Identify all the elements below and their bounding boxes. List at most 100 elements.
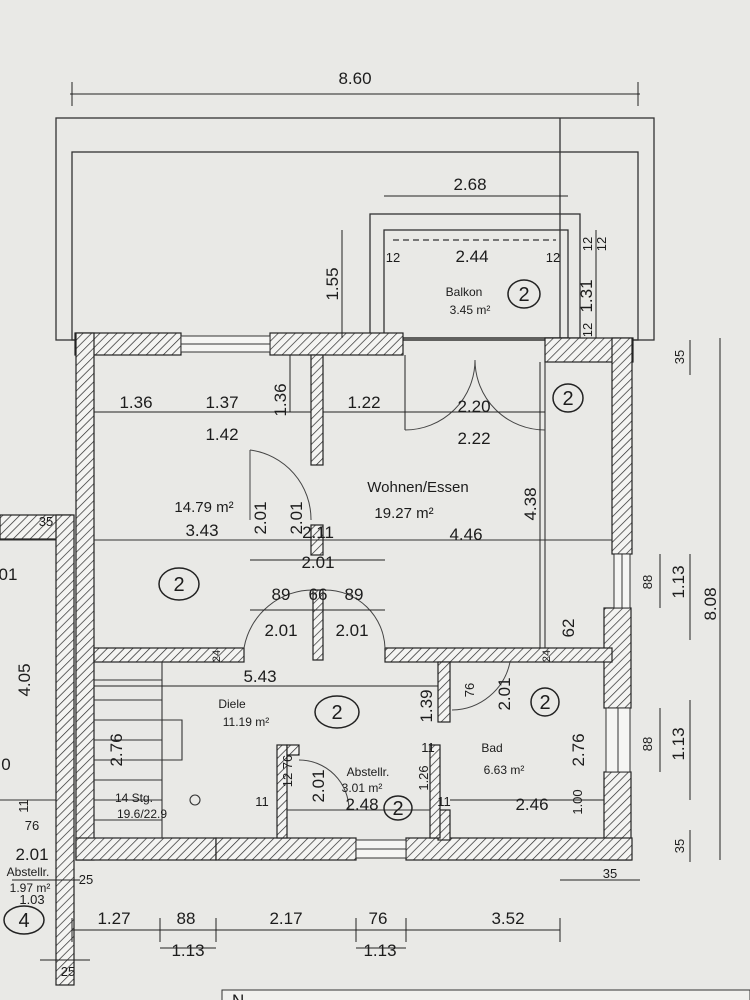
dim-201-abstellr: 2.01 — [309, 769, 328, 802]
dim-left-25-a: 25 — [79, 872, 93, 887]
dim-126-abstellr: 1.26 — [416, 765, 431, 790]
dim-139: 1.39 — [417, 689, 436, 722]
dim-11-b: 11 — [421, 740, 435, 755]
dim-113-bottom-a: 1.13 — [171, 941, 204, 960]
dim-142: 1.42 — [205, 425, 238, 444]
wohnen-name: Wohnen/Essen — [367, 479, 468, 496]
dim-35-bottom-right: 35 — [603, 866, 617, 881]
dim-76-abstellr: 76 — [280, 755, 295, 769]
diele-name: Diele — [218, 697, 246, 711]
dim-balcony-inner: 2.44 — [455, 247, 488, 266]
left-abstellr-mark: 4 — [18, 910, 29, 932]
dim-88-bottom: 88 — [177, 909, 196, 928]
wohnen-area: 19.27 m² — [374, 505, 433, 522]
dim-12-d: 12 — [594, 237, 609, 251]
dim-276-stair: 2.76 — [107, 733, 126, 766]
left-room-area: 14.79 m² — [174, 499, 233, 516]
abstellr-mark: 2 — [392, 798, 403, 820]
dim-24-a: 24 — [211, 650, 223, 662]
abstellr-area: 3.01 m² — [342, 781, 383, 795]
abstellr-name: Abstellr. — [347, 765, 390, 779]
dim-89-a: 89 — [272, 585, 291, 604]
caption-box — [221, 989, 750, 1000]
room-labels: Balkon 3.45 m² 2 14.79 m² 2 Wohnen/Essen… — [7, 284, 574, 932]
dim-left-35: 35 — [39, 514, 53, 529]
interior-lines — [0, 355, 612, 839]
bad-area: 6.63 m² — [484, 763, 525, 777]
dim-211: 2.11 — [302, 523, 334, 542]
dim-201-door-a: 2.01 — [251, 501, 270, 534]
dim-136: 1.36 — [119, 393, 152, 412]
dim-89-b: 89 — [345, 585, 364, 604]
stairs-ratio: 19.6/22.9 — [117, 807, 167, 821]
dimension-lines — [12, 82, 721, 961]
dim-12-a: 12 — [386, 250, 400, 265]
left-abstellr-area: 1.97 m² — [10, 881, 51, 895]
dim-12-abstellr: 12 — [280, 773, 295, 787]
dim-24-b: 24 — [541, 650, 553, 662]
left-room-mark: 2 — [173, 574, 184, 596]
dim-217-bottom: 2.17 — [269, 909, 302, 928]
diele-area: 11.19 m² — [223, 715, 269, 729]
dim-352-bottom: 3.52 — [491, 909, 524, 928]
dim-overall-width: 8.60 — [338, 69, 371, 88]
dim-246-bad: 2.46 — [515, 795, 548, 814]
dim-76-bad: 76 — [462, 683, 477, 697]
dim-543: 5.43 — [243, 667, 276, 686]
dim-201-e: 2.01 — [335, 621, 368, 640]
dim-left-103: 1.03 — [19, 892, 44, 907]
balkon-area: 3.45 m² — [450, 303, 491, 317]
dim-88-window-a: 88 — [640, 575, 655, 589]
wohnen-mark: 2 — [562, 388, 573, 410]
balkon-name: Balkon — [446, 285, 483, 299]
balkon-mark: 2 — [518, 284, 529, 306]
dim-balcony-side: 1.31 — [577, 279, 596, 312]
dim-left-25-b: 25 — [61, 964, 75, 979]
dim-276-bad: 2.76 — [569, 733, 588, 766]
dim-343: 3.43 — [185, 521, 218, 540]
dim-248-abstellr: 2.48 — [345, 795, 378, 814]
dim-201-bad: 2.01 — [495, 677, 514, 710]
bad-mark: 2 — [539, 692, 550, 714]
dim-balcony-outer: 2.68 — [453, 175, 486, 194]
dim-62: 62 — [559, 619, 578, 638]
dim-220: 2.20 — [457, 397, 490, 416]
dim-127-bottom: 1.27 — [97, 909, 130, 928]
dim-201-d: 2.01 — [264, 621, 297, 640]
walls — [0, 332, 634, 986]
dim-113-window-b: 1.13 — [669, 727, 688, 760]
dim-left-76: 76 — [25, 818, 39, 833]
dim-balcony-depth: 1.55 — [323, 267, 342, 300]
dim-446: 4.46 — [449, 525, 482, 544]
dim-35-bottom: 35 — [672, 839, 687, 853]
door-swings — [243, 359, 546, 811]
dim-12-c: 12 — [580, 237, 595, 251]
dim-11-c: 11 — [437, 794, 451, 809]
diele-mark: 2 — [331, 702, 342, 724]
dim-100-bad: 1.00 — [570, 789, 585, 814]
windows — [180, 335, 631, 859]
dim-137: 1.37 — [205, 393, 238, 412]
bad-name: Bad — [481, 741, 502, 755]
dim-201-door-b: 2.01 — [287, 501, 306, 534]
dim-11-a: 11 — [255, 794, 269, 809]
dim-left-11: 11 — [16, 799, 31, 813]
dim-12-b: 12 — [546, 250, 560, 265]
dim-12-e: 12 — [580, 323, 595, 337]
dim-136-vertical: 1.36 — [271, 383, 290, 416]
dim-113-window-a: 1.13 — [669, 565, 688, 598]
dim-left-01: 01 — [0, 565, 17, 584]
dim-222: 2.22 — [457, 429, 490, 448]
dimension-labels: 8.60 2.68 2.44 1.55 1.31 12 12 12 12 12 … — [0, 69, 720, 979]
dim-left-201: 2.01 — [15, 845, 48, 864]
dim-122: 1.22 — [347, 393, 380, 412]
caption-text: N — [232, 991, 244, 1000]
dim-left-405: 4.05 — [15, 663, 34, 696]
dim-66: 66 — [309, 585, 328, 604]
dim-88-window-b: 88 — [640, 737, 655, 751]
room-mark-circles — [3, 279, 584, 935]
dim-35-top: 35 — [672, 350, 687, 364]
dim-left-0: 0 — [1, 755, 10, 774]
dim-overall-height: 8.08 — [701, 587, 720, 620]
